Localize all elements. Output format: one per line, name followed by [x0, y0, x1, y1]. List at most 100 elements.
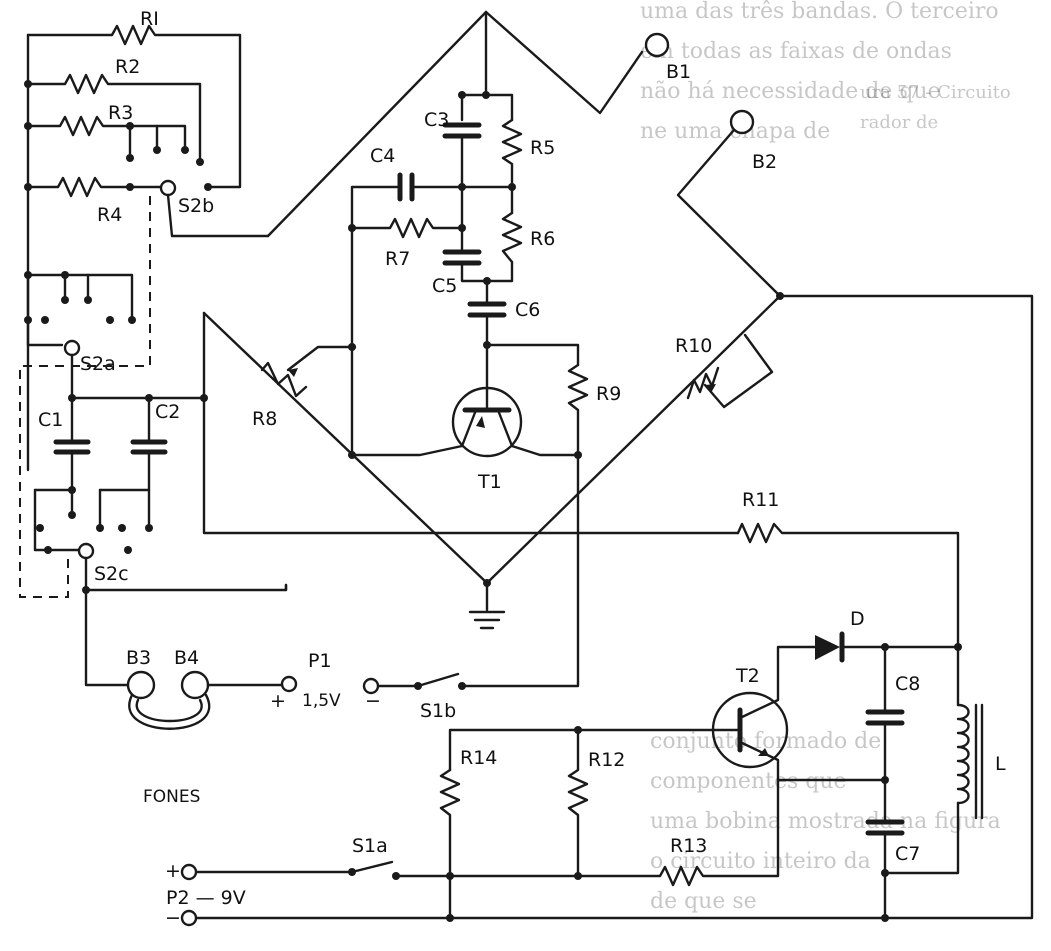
label-s1a: S1a [352, 835, 388, 857]
probe-b1[interactable]: B1 [644, 32, 691, 83]
label-c8: C8 [895, 673, 920, 695]
range-resistor-ladder: RI R2 R3 R4 S2b [24, 8, 270, 472]
capacitor-c1: C1 [38, 396, 91, 492]
inductor-l: L [883, 645, 1006, 875]
resistor-r13: R13 [576, 778, 780, 887]
switch-s2-mechanical-link [19, 196, 151, 598]
switch-s1b[interactable]: S1b [414, 672, 466, 722]
label-s2c: S2c [94, 563, 129, 585]
potentiometer-r10[interactable]: R10 [675, 333, 774, 409]
switch-s2a[interactable]: S2a [63, 339, 116, 375]
background-line: uma das três bandas. O terceiro [640, 0, 999, 24]
label-r7: R7 [385, 248, 410, 270]
resistor-r9: R9 [567, 363, 621, 685]
battery-p2: + P2 — 9V − [165, 860, 246, 929]
battery-p1: P1 + 1,5V − [270, 650, 381, 712]
background-line: uma bobina mostrada na figura [650, 809, 1001, 834]
label-s2b: S2b [178, 195, 214, 217]
background-line: em todas as faixas de ondas [640, 39, 952, 64]
switch-s2c[interactable]: S2c [77, 542, 129, 585]
label-b3: B3 [126, 647, 151, 669]
capacitor-c2: C2 [130, 396, 180, 532]
label-r8: R8 [252, 408, 277, 430]
label-s1b: S1b [420, 700, 456, 722]
label-t2: T2 [735, 665, 760, 687]
capacitor-bank: C1 C2 S2c [33, 394, 208, 592]
label-p1-minus: − [365, 690, 381, 712]
label-c2: C2 [155, 401, 180, 423]
label-p2-plus: + [165, 860, 181, 882]
label-p1-voltage: 1,5V [302, 691, 341, 711]
switch-s2a-section: S2a [24, 271, 136, 400]
label-fones: FONES [143, 787, 200, 807]
label-b4: B4 [174, 647, 199, 669]
background-line: de que se [650, 889, 757, 914]
background-line: componentes que [650, 769, 847, 794]
capacitor-c7: C7 [865, 781, 920, 920]
label-p1-plus: + [270, 690, 286, 712]
label-r12: R12 [588, 749, 625, 771]
label-r11: R11 [742, 489, 779, 511]
label-r1: RI [140, 8, 159, 30]
background-line: ura 57 - Circuito [860, 82, 1011, 103]
resistor-r14: R14 [439, 747, 497, 920]
label-r10: R10 [675, 335, 712, 357]
headphone-circuit: B3 B4 FONES P1 + 1,5V − S1b [82, 583, 580, 807]
background-line: rador de [860, 112, 939, 133]
label-r6: R6 [530, 228, 555, 250]
diode-d: D [815, 608, 960, 663]
label-p1: P1 [308, 650, 332, 672]
label-r9: R9 [596, 383, 621, 405]
label-b1: B1 [666, 61, 691, 83]
label-r3: R3 [108, 102, 133, 124]
resistor-r6: R6 [501, 211, 555, 264]
capacitor-c3: C3 [424, 109, 482, 228]
resistor-r12: R12 [567, 728, 625, 878]
resistor-r5: R5 [501, 118, 555, 215]
switch-s2b[interactable]: S2b [128, 179, 270, 238]
label-c1: C1 [38, 409, 63, 431]
label-r2: R2 [115, 56, 140, 78]
label-c3: C3 [424, 109, 449, 131]
label-r14: R14 [460, 747, 497, 769]
capacitor-c8: C8 [865, 645, 920, 785]
resistor-r3: R3 [26, 102, 187, 152]
oscillator-t2-stage: T2 D C8 C7 [165, 608, 1006, 929]
background-text-right: ura 57 - Circuito rador de [860, 78, 1050, 138]
potentiometer-r8[interactable]: R8 [252, 345, 357, 430]
label-d: D [850, 608, 865, 630]
background-line: não há necessidade de que [640, 79, 941, 104]
ground-symbol [468, 581, 506, 630]
resistor-r7: R7 [350, 217, 464, 270]
label-b2: B2 [752, 151, 777, 173]
label-r5: R5 [530, 137, 555, 159]
label-p2: P2 — 9V [166, 887, 246, 909]
probe-b2[interactable]: B2 [729, 109, 777, 173]
measurement-bridge: B1 B2 R8 [202, 10, 1034, 920]
label-l: L [995, 753, 1006, 775]
label-c6: C6 [515, 299, 540, 321]
label-r13: R13 [670, 835, 707, 857]
label-c4: C4 [370, 145, 395, 167]
label-c5: C5 [432, 275, 457, 297]
resistor-r2: R2 [26, 56, 202, 164]
transistor-t2: T2 [711, 645, 817, 782]
switch-s1a[interactable]: S1a [348, 835, 400, 880]
capacitor-c6: C6 [467, 279, 540, 392]
background-line: o circuito inteiro da [650, 849, 871, 874]
transistor-t1: T1 [350, 386, 582, 493]
oscillator-t1-stage: C3 R5 C4 R7 C5 R6 [348, 91, 621, 685]
label-s2a: S2a [80, 353, 116, 375]
label-t1: T1 [477, 471, 502, 493]
label-c7: C7 [895, 843, 920, 865]
capacitor-c4: C4 [350, 145, 514, 230]
resistor-r1: RI [26, 8, 242, 189]
resistor-r11: R11 [736, 489, 960, 649]
headphone-fones: B3 B4 FONES [126, 647, 211, 807]
capacitor-c5: C5 [432, 226, 514, 297]
label-p2-minus: − [165, 907, 181, 929]
resistor-r4: R4 [26, 176, 132, 226]
label-r4: R4 [97, 204, 122, 226]
background-text-bottom: conjunto formado de componentes que uma … [650, 722, 1050, 922]
